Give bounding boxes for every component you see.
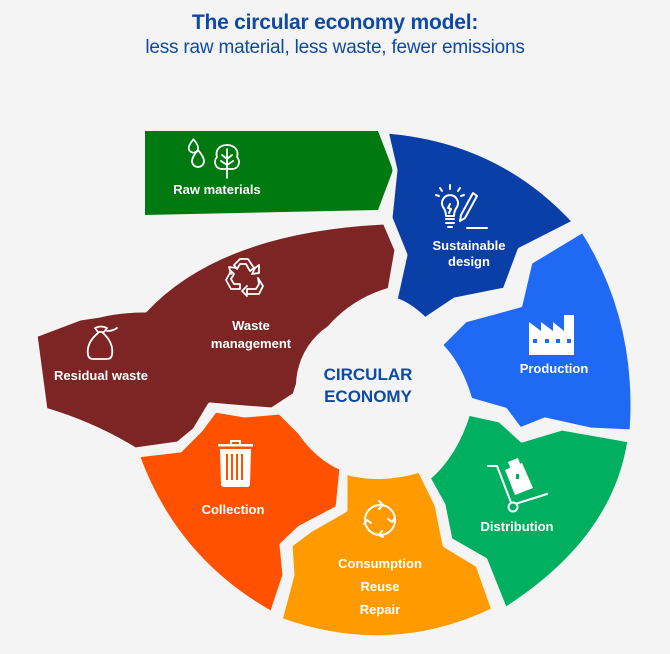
segment-raw-materials bbox=[145, 131, 393, 215]
recycle-icon bbox=[225, 258, 264, 297]
label-sustainable-design: Sustainable design bbox=[433, 238, 506, 270]
label-distribution: Distribution bbox=[480, 519, 554, 534]
label-line: Sustainable bbox=[432, 238, 506, 253]
segment-consumption bbox=[277, 467, 497, 641]
lightbulb-pencil-icon bbox=[435, 184, 488, 229]
label-line: management bbox=[210, 336, 292, 351]
factory-icon bbox=[529, 315, 574, 355]
label-line: design bbox=[448, 254, 490, 269]
label-residual-waste: Residual waste bbox=[54, 368, 148, 383]
trash-bin-icon bbox=[218, 440, 253, 487]
label-production: Production bbox=[519, 361, 589, 376]
diagram-title: The circular economy model: bbox=[191, 11, 479, 34]
center-circle bbox=[296, 314, 440, 458]
drops-tree-icon bbox=[187, 138, 240, 179]
cycle-arrows-icon bbox=[363, 500, 396, 538]
header: The circular economy model: less raw mat… bbox=[0, 10, 670, 60]
label-line: Consumption bbox=[338, 556, 422, 571]
label-waste-management: Waste management bbox=[211, 317, 291, 353]
label-raw-materials: Raw materials bbox=[173, 182, 261, 197]
label-line: Reuse bbox=[360, 579, 400, 594]
diagram-subtitle: less raw material, less waste, fewer emi… bbox=[145, 37, 525, 58]
center-label: CIRCULAR ECONOMY bbox=[324, 364, 413, 408]
segment-sustainable-design bbox=[383, 128, 578, 323]
garbage-bag-icon bbox=[86, 325, 118, 360]
center-line: ECONOMY bbox=[324, 387, 412, 406]
label-line: Repair bbox=[359, 602, 401, 617]
hand-truck-icon bbox=[487, 458, 548, 513]
segment-distribution bbox=[425, 410, 633, 613]
segment-collection bbox=[134, 407, 345, 617]
label-collection: Collection bbox=[201, 502, 265, 517]
label-consumption: Consumption Reuse Repair bbox=[338, 552, 422, 621]
label-line: Waste bbox=[232, 318, 270, 333]
center-line: CIRCULAR bbox=[323, 365, 413, 384]
